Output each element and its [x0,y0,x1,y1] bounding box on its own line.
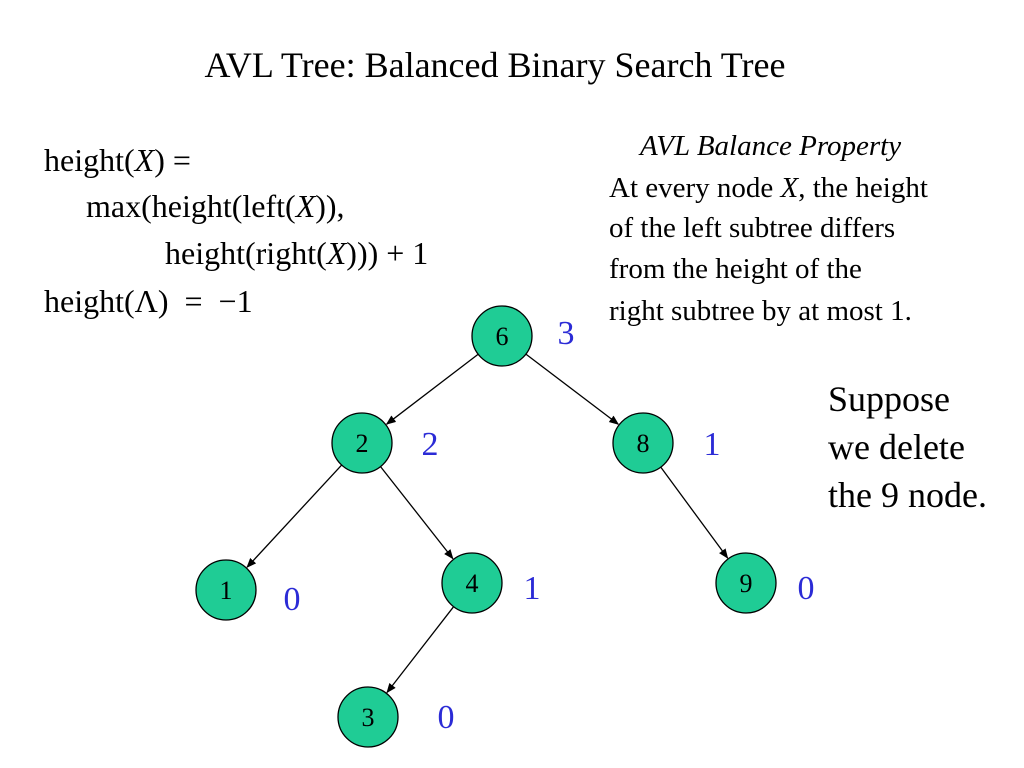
formula-variable: X [326,235,347,271]
property-line-4: right subtree by at most 1. [609,295,912,327]
edge-6-to-2 [385,353,479,425]
formula-value: −1 [218,283,253,319]
node-circle [441,552,503,614]
property-line-1: At every node X, the height [609,170,928,206]
edge-2-to-4 [380,466,454,560]
note-line-2: we delete [828,427,965,467]
property-text: , the height [798,172,928,204]
formula-text: height( [44,142,135,178]
formula-text: max(height(left( [86,188,296,224]
slide-title: AVL Tree: Balanced Binary Search Tree [204,45,786,85]
node-key-label: 3 [362,703,375,732]
node-height-label: 0 [438,699,455,736]
formula-variable: X [295,188,316,224]
formula-equals: = [184,283,203,319]
height-formula-line-3: height(right(X))) + 1 [165,233,428,273]
formula-text: height(right( [165,235,327,271]
edge-6-to-8 [525,353,620,425]
note-line-1: Suppose [828,379,951,419]
node-height-label: 3 [558,315,575,352]
node-key-label: 2 [356,429,369,458]
height-formula-line-1: height(X) = [44,140,191,180]
node-circle [612,412,674,474]
node-circle [331,412,393,474]
property-line-3: from the height of the [609,253,862,285]
node-circle [195,559,257,621]
node-key-label: 6 [496,322,509,351]
node-height-label: 0 [798,570,815,607]
formula-variable: X [134,142,155,178]
node-key-label: 1 [220,576,233,605]
formula-text: ))) + 1 [346,235,429,271]
formula-text: ) = [154,142,191,178]
property-variable: X [780,172,799,204]
node-height-label: 2 [422,426,439,463]
node-circle [471,305,533,367]
note-line-3: the 9 node. [828,475,987,515]
empty-tree-height-formula: height(Λ) = −1 [44,281,253,321]
node-height-label: 1 [524,570,541,607]
node-key-label: 8 [637,429,650,458]
node-height-label: 1 [704,426,721,463]
height-formula-line-2: max(height(left(X)), [86,186,345,226]
edge-4-to-3 [386,606,455,694]
property-heading: AVL Balance Property [640,130,902,162]
edge-8-to-9 [660,466,729,559]
property-text: At every node [609,172,781,204]
node-circle [715,552,777,614]
formula-text: height(Λ) [44,283,169,319]
tree-edges [246,353,729,694]
node-height-label: 0 [284,581,301,618]
node-circle [337,686,399,748]
node-key-label: 4 [466,569,479,598]
property-line-2: of the left subtree differs [609,212,896,244]
formula-text: )), [315,188,345,224]
node-key-label: 9 [740,569,753,598]
edge-2-to-1 [246,464,343,568]
